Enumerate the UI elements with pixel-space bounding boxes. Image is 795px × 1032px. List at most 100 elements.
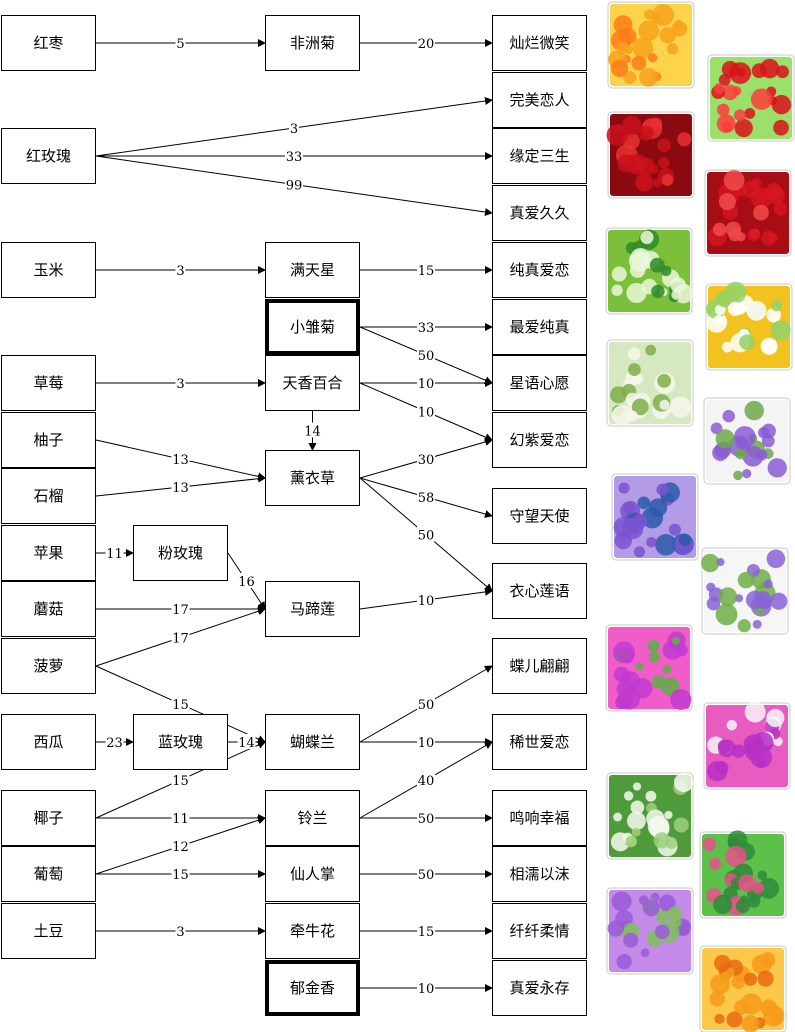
node-xishiailian: 稀世爱恋	[492, 714, 587, 770]
edge-weight: 15	[172, 868, 189, 883]
edge-weight: 10	[418, 594, 435, 609]
node-shouwangtianshi: 守望天使	[492, 488, 587, 544]
daisy-bouquet-image	[705, 281, 793, 371]
node-xigua: 西瓜	[1, 714, 96, 770]
edge-label: 10	[417, 734, 435, 751]
node-yezi: 椰子	[1, 790, 96, 846]
edge-weight: 10	[418, 982, 435, 997]
node-mingxiangxingfu: 鸣响幸福	[492, 790, 587, 846]
node-label: 石榴	[33, 487, 63, 505]
node-label: 仙人掌	[290, 865, 335, 883]
tulip-image	[699, 945, 787, 1032]
node-box	[265, 960, 360, 1016]
edge-weight: 50	[418, 698, 435, 713]
node-label: 红枣	[33, 34, 63, 52]
edge-label: 17	[171, 601, 190, 618]
node-box	[265, 450, 360, 506]
edge-label: 3	[175, 262, 186, 279]
node-xiaochuju: 小雏菊	[265, 299, 360, 355]
node-box	[265, 15, 360, 71]
node-box	[492, 355, 587, 411]
node-yixinlianyu: 衣心莲语	[492, 563, 587, 619]
edge-label: 17	[171, 629, 190, 647]
edge-label: 12	[171, 838, 190, 855]
node-label: 玉米	[33, 261, 63, 279]
node-zhenaijiujiu: 真爱久久	[492, 185, 587, 241]
edge-weight: 13	[172, 481, 189, 496]
node-hudielan: 蝴蝶兰	[265, 714, 360, 770]
edge-weight: 33	[418, 321, 435, 336]
lily-of-valley-image	[606, 772, 694, 860]
node-box	[265, 903, 360, 959]
edge-weight: 11	[106, 547, 123, 562]
node-yujinxiang: 郁金香	[265, 960, 360, 1016]
node-hongzao: 红枣	[1, 15, 96, 71]
node-box	[265, 846, 360, 902]
node-dieerpianpian: 蝶儿翩翩	[492, 638, 587, 694]
node-box	[492, 412, 587, 468]
node-yumi: 玉米	[1, 242, 96, 298]
node-label: 薰衣草	[290, 469, 335, 487]
edge-label: 13	[171, 451, 190, 468]
node-label: 牵牛花	[290, 922, 335, 940]
node-label: 完美恋人	[509, 91, 569, 109]
node-label: 灿烂微笑	[509, 34, 569, 52]
node-feizhouju: 非洲菊	[265, 15, 360, 71]
node-shiliu: 石榴	[1, 468, 96, 524]
node-box	[1, 638, 96, 694]
edge-label: 3	[175, 375, 186, 392]
node-hongmeigui: 红玫瑰	[1, 128, 96, 184]
edge-weight: 30	[418, 453, 435, 468]
node-label: 鸣响幸福	[509, 809, 569, 827]
edge-label: 15	[171, 866, 190, 883]
node-box	[492, 638, 587, 694]
edge-weight: 40	[418, 774, 435, 789]
node-linglan: 铃兰	[265, 790, 360, 846]
node-label: 小雏菊	[290, 318, 335, 336]
edge-label: 10	[417, 980, 435, 997]
node-label: 菠萝	[33, 657, 63, 675]
edge-weight: 15	[418, 264, 435, 279]
node-pingguo: 苹果	[1, 525, 96, 581]
edge-label: 33	[417, 319, 435, 336]
node-label: 稀世爱恋	[509, 733, 569, 751]
node-label: 椰子	[33, 809, 63, 827]
edge-label: 11	[171, 810, 190, 827]
node-wanmeilianren: 完美恋人	[492, 72, 587, 128]
edge-label: 15	[171, 772, 190, 789]
node-box	[1, 903, 96, 959]
node-box	[133, 525, 228, 581]
node-box	[1, 412, 96, 468]
node-label: 满天星	[290, 261, 335, 279]
node-box	[492, 714, 587, 770]
node-box	[265, 714, 360, 770]
node-label: 星语心愿	[509, 374, 569, 392]
node-box	[492, 185, 587, 241]
lily-lavender-image	[703, 397, 791, 485]
node-label: 粉玫瑰	[158, 544, 203, 562]
edge-weight: 11	[172, 812, 189, 827]
babys-breath-image	[605, 227, 694, 315]
node-xiangruyimo: 相濡以沫	[492, 846, 587, 902]
edge-weight: 3	[176, 377, 184, 392]
node-youzi: 柚子	[1, 412, 96, 468]
node-label: 蘑菇	[33, 600, 63, 618]
node-label: 非洲菊	[290, 34, 335, 52]
node-box	[1, 846, 96, 902]
edge-weight: 16	[238, 575, 255, 590]
node-zhenaiyongcun: 真爱永存	[492, 960, 587, 1016]
node-box	[1, 355, 96, 411]
edge-weight: 10	[418, 377, 435, 392]
edge-label: 58	[417, 489, 435, 506]
node-mantianxing: 满天星	[265, 242, 360, 298]
edge-label: 14	[303, 422, 322, 440]
edge-label: 3	[289, 120, 299, 137]
lily-bouquet-image	[606, 339, 694, 427]
node-label: 蝴蝶兰	[290, 733, 335, 751]
edge-weight: 5	[176, 37, 184, 52]
edge-label: 13	[171, 479, 190, 496]
edge-weight: 99	[286, 179, 303, 194]
node-box	[1, 15, 96, 71]
cactus-image	[699, 830, 787, 919]
node-box	[492, 903, 587, 959]
